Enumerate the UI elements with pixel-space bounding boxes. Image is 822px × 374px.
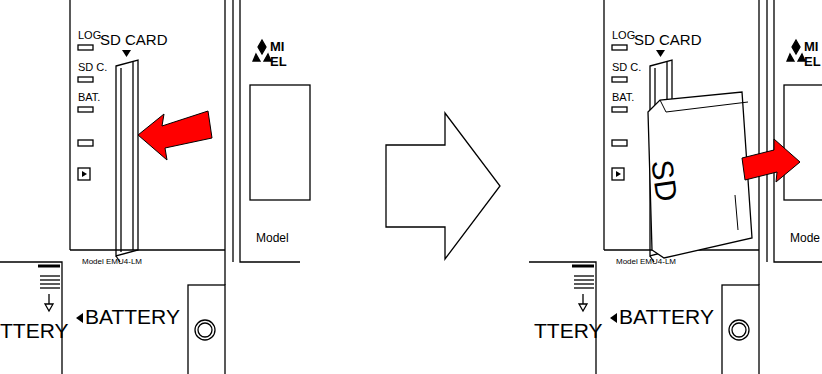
model-text: Model EMU4-LM xyxy=(616,258,676,266)
battery-label: TTERY xyxy=(534,320,602,341)
card-label: SD xyxy=(646,158,682,203)
step-arrow xyxy=(386,113,500,259)
model-text: Mode xyxy=(790,232,820,244)
slot-label: SD CARD xyxy=(634,32,702,47)
device-front xyxy=(0,0,310,374)
battery-label: TTERY xyxy=(0,320,68,341)
logo-text: EL xyxy=(804,55,821,68)
model-text: Model EMU4-LM xyxy=(82,258,142,266)
logo-text: MI xyxy=(270,40,284,53)
logo-text: MI xyxy=(804,40,818,53)
card-edge xyxy=(735,195,738,230)
slot-label: SD CARD xyxy=(100,32,168,47)
logo-text: EL xyxy=(270,55,287,68)
device-front xyxy=(529,0,822,374)
led-label: SD C. xyxy=(78,62,107,73)
push-arrow xyxy=(138,111,212,160)
pull-arrow xyxy=(742,139,800,182)
led-label: BAT. xyxy=(612,92,634,103)
card-edge xyxy=(660,100,748,112)
led-label: SD C. xyxy=(612,62,641,73)
led-label: BAT. xyxy=(78,92,100,103)
model-text: Model xyxy=(256,232,289,244)
battery-label: BATTERY xyxy=(85,306,180,327)
battery-label: BATTERY xyxy=(619,306,714,327)
